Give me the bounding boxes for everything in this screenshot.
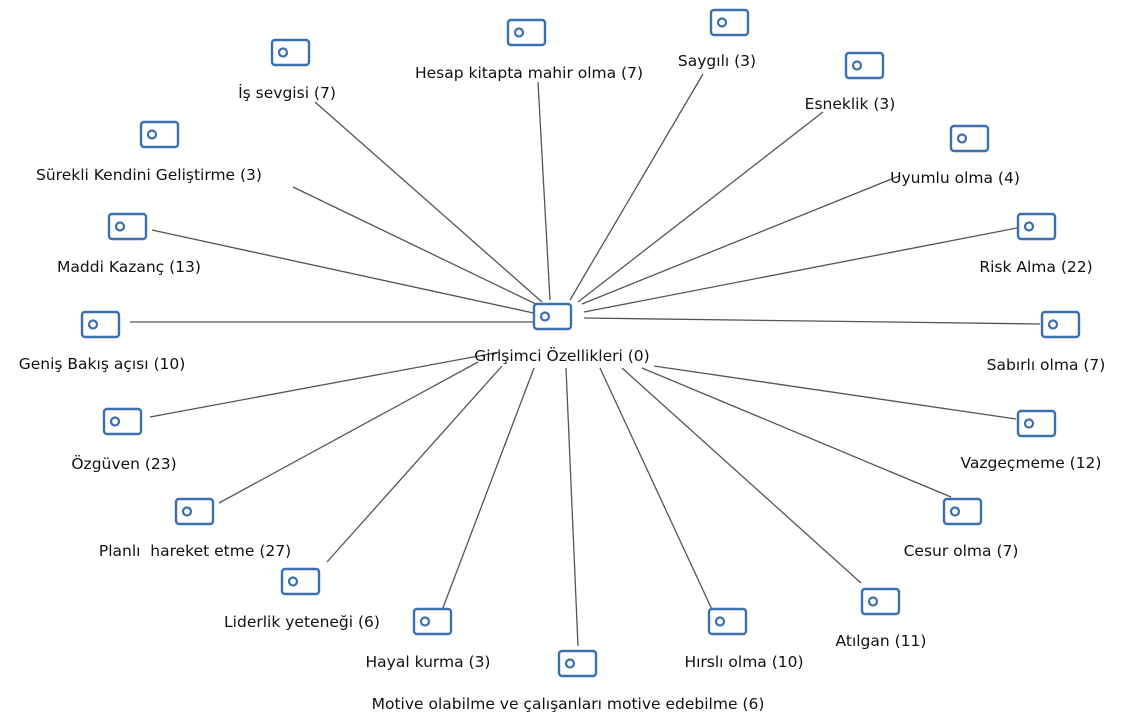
connector-hayal-kurma xyxy=(440,367,535,614)
node-icon-is-sevgisi[interactable] xyxy=(270,37,314,67)
node-icon-surekli-kendini-gelistirme[interactable] xyxy=(139,119,183,149)
node-label-uyumlu-olma: Uyumlu olma (4) xyxy=(890,169,1020,187)
connector-planli-hareket-etme xyxy=(218,361,479,504)
connector-esneklik xyxy=(577,111,824,303)
connector-hesap-kitapta-mahir-olma xyxy=(537,81,551,301)
node-label-liderlik-yetenegi: Liderlik yeteneği (6) xyxy=(224,613,380,631)
node-icon-risk-alma[interactable] xyxy=(1016,211,1060,241)
node-icon-saygili[interactable] xyxy=(709,7,753,37)
center-node-label: Girişimci Özellikleri (0) xyxy=(474,347,650,365)
connector-risk-alma xyxy=(583,227,1018,313)
node-label-planli-hareket-etme: Planlı hareket etme (27) xyxy=(98,542,292,560)
node-icon-atilgan[interactable] xyxy=(860,586,904,616)
connector-liderlik-yetenegi xyxy=(326,365,503,563)
node-icon-uyumlu-olma[interactable] xyxy=(949,123,993,153)
node-icon-genis-bakis-acisi[interactable] xyxy=(80,309,124,339)
node-icon-maddi-kazanc[interactable] xyxy=(107,211,151,241)
connector-vazgecmeme xyxy=(653,365,1017,420)
node-icon-hirsli-olma[interactable] xyxy=(707,606,751,636)
node-label-maddi-kazanc: Maddi Kazanç (13) xyxy=(57,258,201,276)
node-label-surekli-kendini-gelistirme: Sürekli Kendini Geliştirme (3) xyxy=(36,166,262,184)
connector-cesur-olma xyxy=(641,367,952,498)
node-label-is-sevgisi: İş sevgisi (7) xyxy=(238,84,336,102)
node-label-cesur-olma: Cesur olma (7) xyxy=(903,542,1019,560)
node-label-risk-alma: Risk Alma (22) xyxy=(979,258,1093,276)
connector-hirsli-olma xyxy=(599,367,716,617)
node-label-saygili: Saygılı (3) xyxy=(677,52,757,70)
connector-surekli-kendini-gelistirme xyxy=(292,186,541,307)
node-label-esneklik: Esneklik (3) xyxy=(804,95,896,113)
connector-maddi-kazanc xyxy=(151,229,539,315)
node-icon-cesur-olma[interactable] xyxy=(942,496,986,526)
connector-is-sevgisi xyxy=(314,101,543,303)
node-label-hirsli-olma: Hırslı olma (10) xyxy=(684,653,804,671)
node-icon-planli-hareket-etme[interactable] xyxy=(174,496,218,526)
connector-ozguven xyxy=(149,351,501,418)
node-icon-vazgecmeme[interactable] xyxy=(1016,408,1060,438)
connector-atilgan xyxy=(621,367,862,584)
node-icon-ozguven[interactable] xyxy=(102,406,146,436)
node-label-hesap-kitapta-mahir-olma: Hesap kitapta mahir olma (7) xyxy=(414,64,644,82)
connector-motive-olabilme xyxy=(565,367,579,647)
node-icon-esneklik[interactable] xyxy=(844,50,888,80)
node-icon-sabirli-olma[interactable] xyxy=(1040,309,1084,339)
node-label-vazgecmeme: Vazgeçmeme (12) xyxy=(960,454,1102,472)
node-icon-hayal-kurma[interactable] xyxy=(412,606,456,636)
node-label-sabirli-olma: Sabırlı olma (7) xyxy=(986,356,1106,374)
node-label-atilgan: Atılgan (11) xyxy=(835,632,927,650)
connector-saygili xyxy=(569,73,704,301)
node-label-ozguven: Özgüven (23) xyxy=(71,455,177,473)
center-node-icon[interactable] xyxy=(532,301,576,331)
node-icon-hesap-kitapta-mahir-olma[interactable] xyxy=(506,17,550,47)
node-label-motive-olabilme: Motive olabilme ve çalışanları motive ed… xyxy=(371,695,765,713)
connector-uyumlu-olma xyxy=(581,175,900,305)
connector-sabirli-olma xyxy=(583,317,1041,325)
node-label-genis-bakis-acisi: Geniş Bakış açısı (10) xyxy=(18,355,186,373)
node-label-hayal-kurma: Hayal kurma (3) xyxy=(365,653,491,671)
node-icon-motive-olabilme[interactable] xyxy=(557,648,601,678)
node-icon-liderlik-yetenegi[interactable] xyxy=(280,566,324,596)
